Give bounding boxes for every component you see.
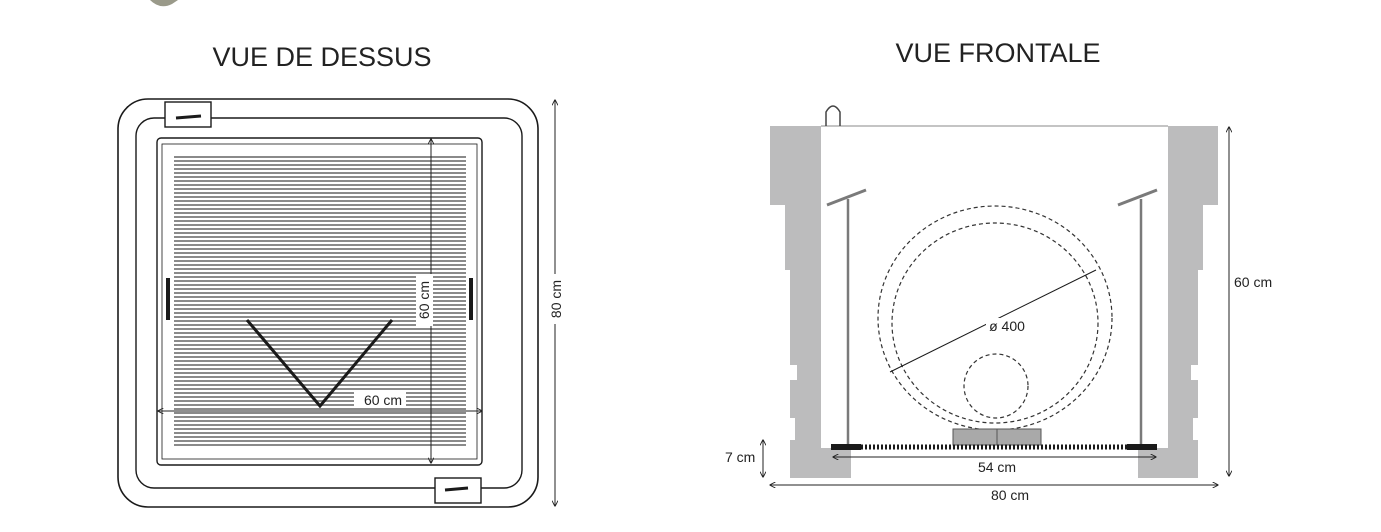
floor-grating-end-right	[1127, 444, 1157, 450]
concrete-wall-right	[1168, 126, 1218, 478]
top-view-title: VUE DE DESSUS	[212, 42, 431, 72]
dim-label-outer-height: 80 cm	[548, 280, 564, 318]
grate-frame	[156, 137, 483, 466]
dim-label-outer-width: 80 cm	[991, 487, 1029, 503]
lifting-handle-bottom	[434, 477, 482, 504]
side-bar-left	[166, 278, 170, 320]
dim-label-width: 60 cm	[364, 392, 402, 408]
dim-label-base: 7 cm	[725, 449, 755, 465]
small-pipe-circle	[963, 353, 1029, 419]
v-mark	[245, 319, 394, 409]
lifting-hook	[825, 105, 841, 126]
grate-inner-frame	[161, 143, 478, 460]
dim-label-inner-width: 54 cm	[978, 459, 1016, 475]
floor-grating-end-left	[831, 444, 861, 450]
pipe-outer-circle	[877, 205, 1113, 431]
front-view: VUE FRONTALE ø 400 54 c	[725, 38, 1272, 503]
outer-frame	[117, 98, 539, 508]
rod-left-handle	[826, 188, 867, 207]
decorative-blob	[150, 0, 178, 7]
inner-frame	[135, 117, 523, 489]
concrete-wall-left	[770, 126, 821, 478]
rod-right-handle	[1117, 188, 1158, 207]
front-view-title: VUE FRONTALE	[895, 38, 1100, 68]
pipe-inner-circle	[891, 222, 1099, 424]
dim-label-inner-height: 60 cm	[416, 281, 432, 319]
lifting-handle-top	[164, 101, 212, 128]
dim-label-height: 60 cm	[1234, 274, 1272, 290]
dim-label-diameter: ø 400	[989, 318, 1025, 334]
top-view: VUE DE DESSUS 60 cm 60 cm 80 cm	[117, 42, 564, 508]
side-bar-right	[469, 278, 473, 320]
